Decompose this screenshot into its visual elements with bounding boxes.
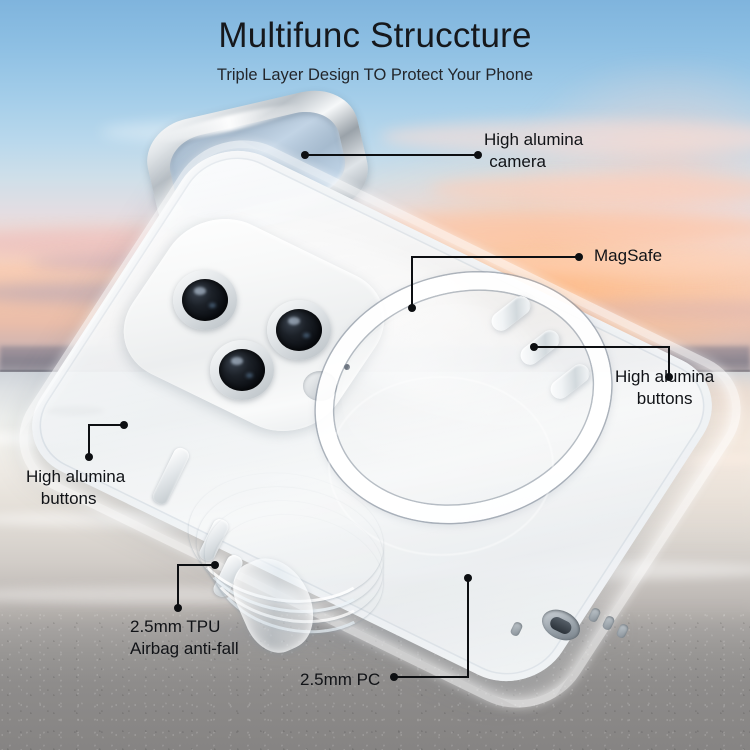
callout-line-2: buttons [40, 489, 97, 509]
callout-line-2: buttons [636, 389, 693, 409]
lidar-sensor [303, 371, 337, 401]
phone-with-clear-case [0, 119, 750, 729]
callout-buttons-right-end-dot [665, 373, 673, 381]
callout-buttons-left-leader-h [88, 424, 122, 426]
camera-lens [173, 270, 237, 330]
microphone-dot [344, 364, 350, 370]
callout-line-1: 2.5mm PC [300, 670, 381, 689]
callout-camera-leader [305, 154, 479, 156]
callout-buttons-right-leader-v [668, 346, 670, 378]
camera-lens [267, 300, 331, 360]
lens-specular [193, 287, 206, 295]
cloud [380, 120, 750, 154]
callout-line-1: High alumina [484, 130, 584, 149]
cloud [560, 300, 750, 320]
callout-tpu-anchor-dot [211, 561, 219, 569]
callout-pc-layer: 2.5mm PC [300, 669, 380, 691]
lens-glass [219, 349, 265, 391]
callout-magsafe-anchor-dot [408, 304, 416, 312]
callout-pc-end-dot [390, 673, 398, 681]
callout-line-1: High alumina [615, 367, 715, 386]
callout-line-1: MagSafe [594, 246, 663, 265]
lens-specular [302, 333, 311, 339]
callout-line-1: High alumina [26, 467, 126, 486]
lens-specular [245, 373, 254, 379]
callout-line-2: camera [489, 152, 546, 172]
callout-tpu-end-dot [174, 604, 182, 612]
callout-pc-leader-h [394, 676, 468, 678]
magsafe-secondary-ring [328, 376, 554, 556]
callout-buttons-left-end-dot [85, 453, 93, 461]
callout-pc-leader-v [467, 578, 469, 678]
port-hole [548, 614, 574, 637]
tpu-airbag-layer [180, 460, 394, 663]
callout-line-1: 2.5mm TPU [130, 617, 221, 636]
callout-buttons-right-leader-h [534, 346, 670, 348]
callout-tpu-leader-h [177, 564, 213, 566]
lens-specular [230, 357, 243, 365]
lens-glass [182, 279, 228, 321]
page-title: Multifunc Struccture [218, 16, 532, 55]
callout-tpu-leader-v [177, 564, 179, 608]
callout-high-alumina-camera: High alumina camera [484, 129, 583, 173]
callout-magsafe: MagSafe [594, 245, 662, 267]
callout-line-2: Airbag anti-fall [130, 639, 239, 659]
callout-high-alumina-buttons-right: High alumina buttons [615, 366, 714, 410]
callout-buttons-left-anchor-dot [120, 421, 128, 429]
lens-glass [276, 309, 322, 351]
cloud [430, 175, 750, 203]
callout-camera-end-dot [474, 151, 482, 159]
callout-magsafe-leader-v [411, 257, 413, 307]
camera-lens [210, 340, 274, 400]
callout-magsafe-end-dot [575, 253, 583, 261]
lens-specular [287, 317, 300, 325]
callout-buttons-left-leader-v [88, 424, 90, 458]
lens-specular [208, 303, 217, 309]
page-subtitle: Triple Layer Design TO Protect Your Phon… [216, 66, 534, 84]
callout-high-alumina-buttons-left: High alumina buttons [26, 466, 125, 510]
callout-tpu-airbag: 2.5mm TPU Airbag anti-fall [130, 616, 239, 660]
callout-magsafe-leader-h [411, 256, 579, 258]
